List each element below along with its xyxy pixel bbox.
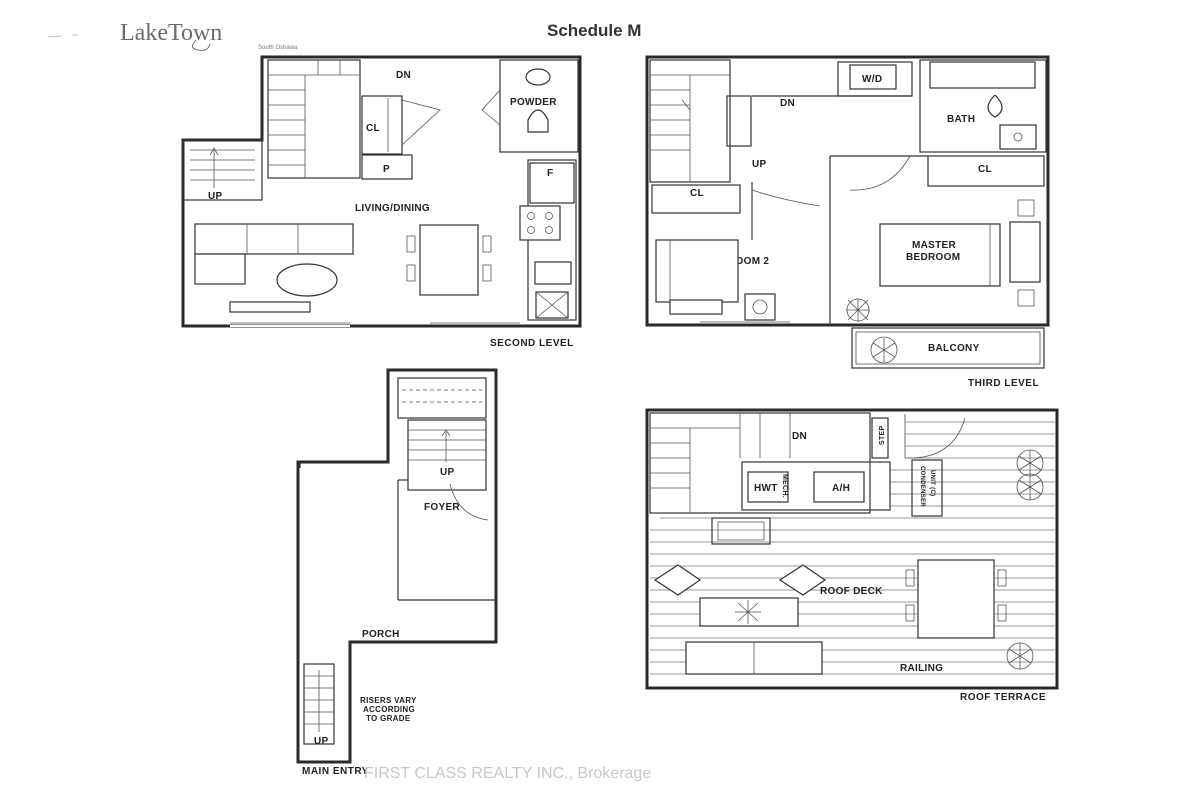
roof-planter-icon-3: [1006, 642, 1034, 670]
powder-label: POWDER: [510, 97, 557, 108]
mechanical-room: [741, 461, 891, 511]
third-level-plan: DN UP W/D BATH CL CL BEDROOM 2: [645, 55, 1050, 389]
bathtub: [929, 61, 1036, 89]
tv-stand: [229, 301, 311, 313]
second-level-pantry: [361, 154, 413, 180]
mech-label: MECH.: [781, 474, 788, 498]
air-handler: [813, 471, 865, 503]
living-dining-label: LIVING/DINING: [355, 203, 430, 214]
hwt-tank: [747, 471, 789, 503]
brokerage-watermark: FIRST CLASS REALTY INC., Brokerage: [364, 765, 651, 782]
second-level-stair-core: [267, 59, 361, 179]
third-dn-label: DN: [780, 98, 795, 109]
main-entry-plan: UP FOYER PORCH RISERS VARY ACCORDING TO …: [296, 368, 498, 777]
roof-planter-icon-1: [1016, 449, 1044, 477]
fridge-label: F: [547, 168, 553, 179]
powder-sink: [525, 68, 551, 86]
ah-label: A/H: [832, 483, 850, 494]
risers-line2: ACCORDING: [363, 705, 415, 714]
bath-vanity: [999, 124, 1037, 150]
powder-toilet: [527, 109, 549, 133]
master-dresser: [1009, 221, 1041, 283]
second-level-closet: [361, 95, 403, 155]
master-label-line1: MASTER: [912, 240, 956, 251]
roof-table-plant-icon: [735, 600, 761, 624]
bathroom: [919, 59, 1047, 153]
second-p-label: P: [383, 164, 390, 175]
second-up-label: UP: [208, 191, 223, 202]
wd-label: W/D: [862, 74, 882, 85]
roof-terrace-title: ROOF TERRACE: [960, 692, 1046, 703]
schedule-title: Schedule M: [547, 21, 641, 40]
risers-line1: RISERS VARY: [360, 696, 417, 705]
balcony: [851, 327, 1045, 369]
logo-text: LakeTown: [120, 20, 222, 46]
laketown-logo: LakeTown South Oshawa: [47, 20, 298, 51]
main-entry-title: MAIN ENTRY: [302, 766, 369, 777]
bedroom2-bed: [655, 239, 739, 315]
roof-dn-label: DN: [792, 431, 807, 442]
porch-label: PORCH: [362, 629, 400, 640]
main-stair-landing: [397, 377, 487, 419]
bath-toilet: [987, 94, 1003, 118]
logo-subtext: South Oshawa: [258, 45, 298, 51]
roof-terrace-plan: DN STEP HWT MECH. A/H CONDENSER UNIT (C): [645, 408, 1059, 703]
roof-step-label: STEP: [879, 425, 886, 445]
master-closet: [927, 155, 1045, 187]
second-cl-label: CL: [366, 123, 380, 134]
laundry-closet: [837, 61, 913, 97]
third-level-title: THIRD LEVEL: [968, 378, 1039, 389]
bath-label: BATH: [947, 114, 975, 125]
main-stair: [407, 419, 487, 491]
third-up-label: UP: [752, 159, 767, 170]
second-level-plan: UP DN CL P POWDER F: [181, 55, 582, 349]
foyer-label: FOYER: [424, 502, 460, 513]
lounge-chair-right: [778, 564, 827, 596]
master-bed: [879, 223, 1001, 287]
railing-label: RAILING: [900, 663, 943, 674]
master-label-line2: BEDROOM: [906, 252, 960, 263]
balcony-plant-icon: [870, 336, 898, 364]
balcony-label: BALCONY: [928, 343, 980, 354]
second-level-up-stair: [182, 139, 263, 201]
coffee-table: [276, 263, 338, 297]
fridge: [529, 162, 575, 204]
third-cl-right-label: CL: [978, 164, 992, 175]
master-plant-icon: [846, 298, 870, 322]
condenser-line2: UNIT (C): [929, 470, 935, 496]
dining-table: [406, 224, 492, 296]
cooktop: [519, 205, 561, 241]
lounge-chair-left: [653, 564, 702, 596]
powder-room: [499, 59, 579, 153]
main-up-bottom-label: UP: [314, 736, 329, 747]
roof-dining-table: [905, 559, 1007, 639]
living-sofa: [194, 223, 354, 285]
second-dn-label: DN: [396, 70, 411, 81]
condenser-unit: [911, 459, 943, 517]
risers-line3: TO GRADE: [366, 714, 411, 723]
condenser-line1: CONDENSER: [919, 466, 925, 507]
roof-planter-icon-2: [1016, 473, 1044, 501]
second-level-title: SECOND LEVEL: [490, 338, 574, 349]
roof-deck-label: ROOF DECK: [820, 586, 883, 597]
third-cl-left-label: CL: [690, 188, 704, 199]
bedroom2-desk: [744, 293, 776, 321]
roof-planter-box: [711, 517, 771, 545]
main-exterior-stair: [303, 663, 335, 745]
bedroom2-closet: [651, 184, 741, 214]
main-up-stair-label: UP: [440, 467, 455, 478]
hwt-label: HWT: [754, 483, 778, 494]
kitchen-sink: [534, 261, 572, 285]
